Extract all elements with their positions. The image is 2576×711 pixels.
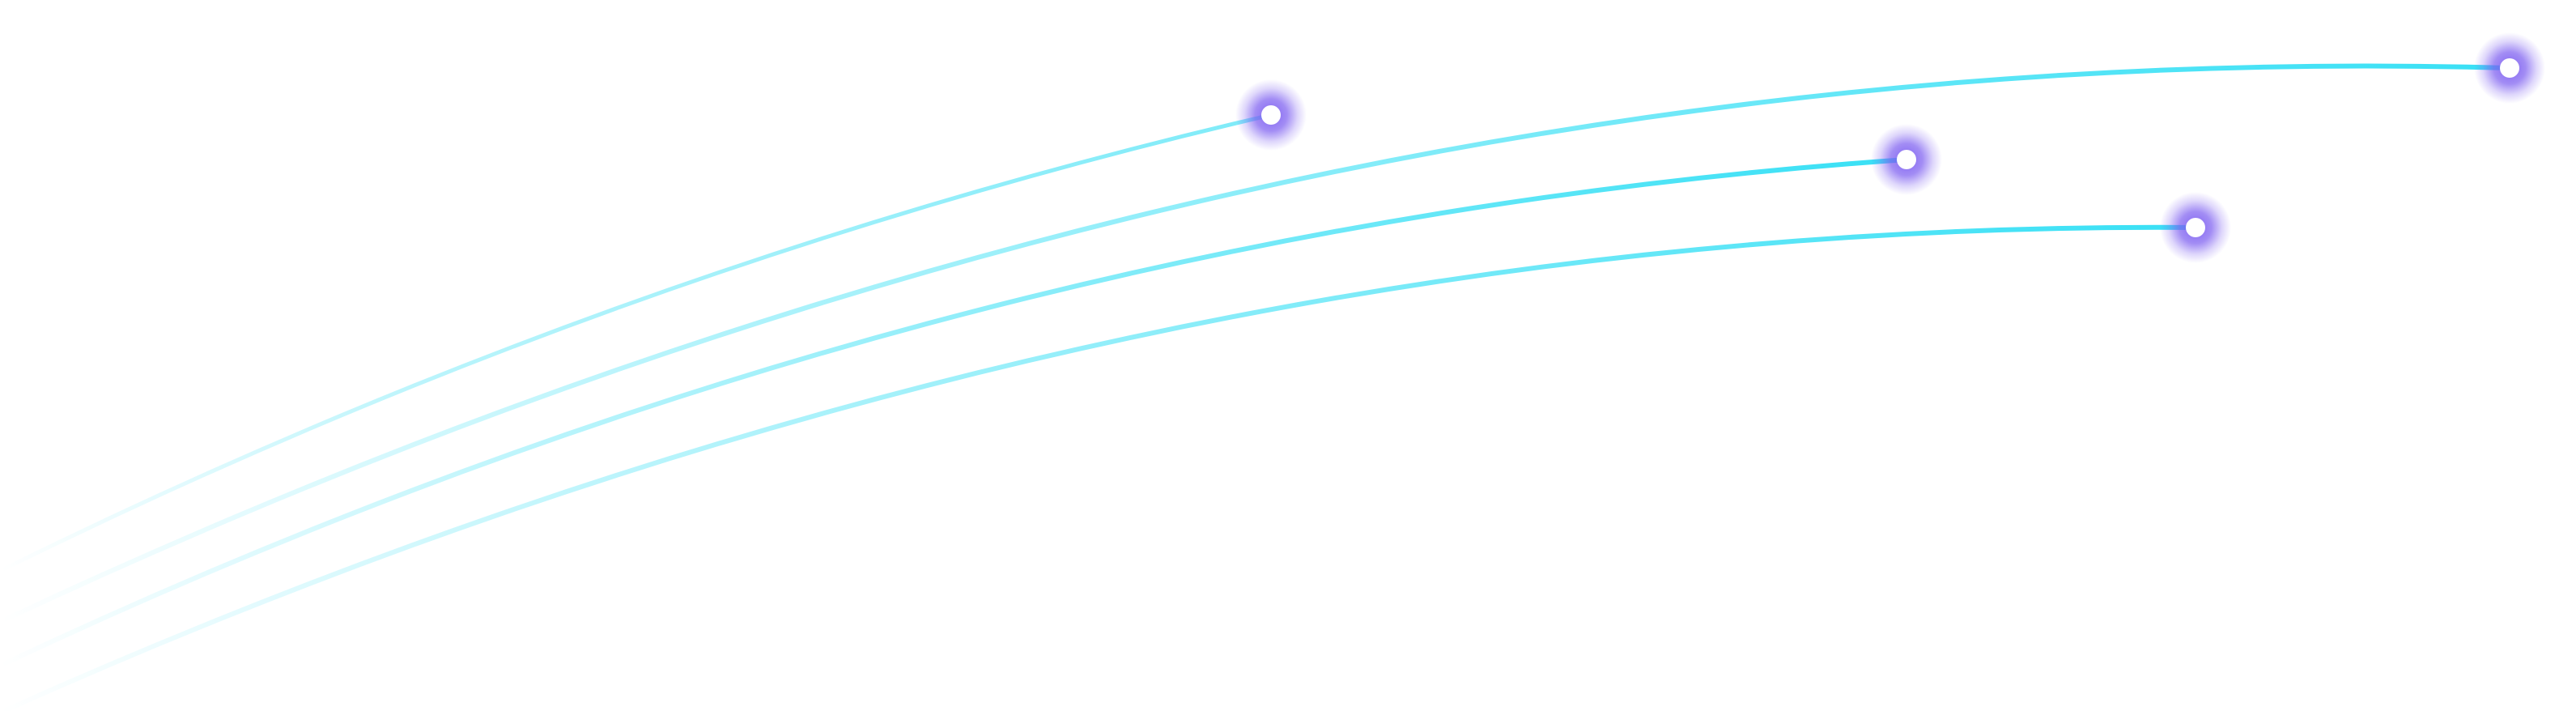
glow-node-icon [1235, 79, 1307, 151]
glow-node-icon [2474, 32, 2545, 104]
glow-node-icon [1871, 124, 1942, 195]
curve-1 [0, 113, 1273, 573]
curve-2 [0, 63, 2512, 624]
curve-4 [0, 224, 2198, 711]
curve-3 [0, 157, 1909, 668]
glow-node-icon [2160, 192, 2231, 263]
